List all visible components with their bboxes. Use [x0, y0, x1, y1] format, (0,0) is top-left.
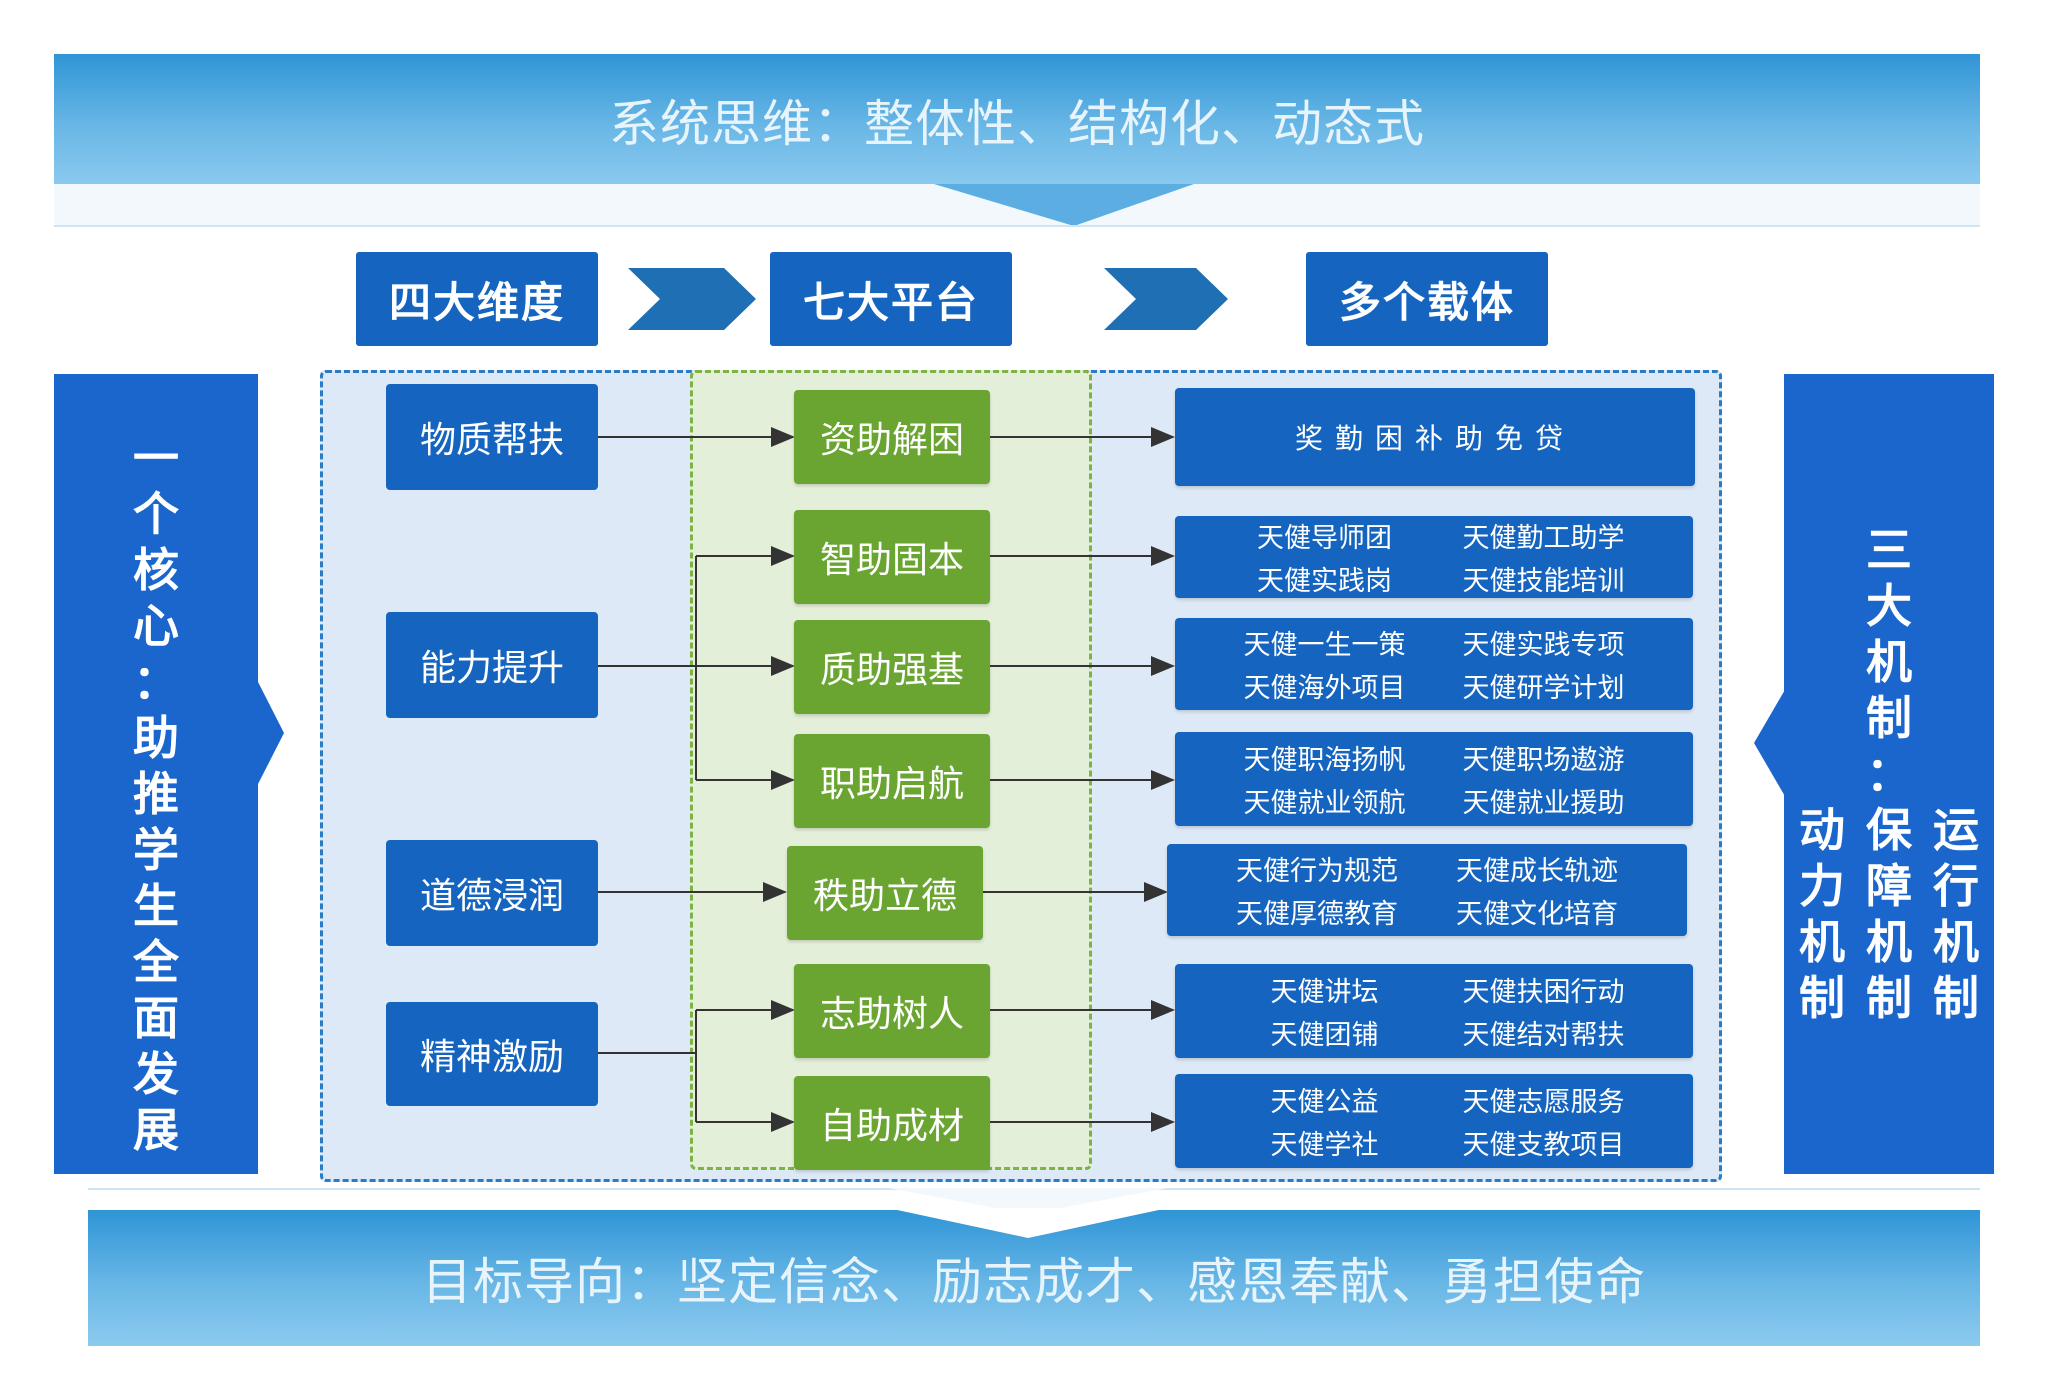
carrier-box: 天健公益 天健志愿服务 天健学社 天健支教项目	[1175, 1074, 1693, 1168]
platform-intellect-foundation: 智助固本	[794, 510, 990, 604]
left-core-title: 一个核心：助推学生全面发展	[133, 431, 179, 1157]
carrier-item: 天健成长轨迹	[1456, 856, 1618, 887]
carrier-item: 天健研学计划	[1462, 673, 1625, 704]
bottom-banner: 目标导向：坚定信念、励志成才、感恩奉献、勇担使命	[88, 1210, 1980, 1346]
carrier-box: 天健导师团 天健勤工助学 天健实践岗 天健技能培训	[1175, 516, 1693, 598]
carrier-item: 天健志愿服务	[1462, 1087, 1625, 1118]
carrier-box: 奖勤困补助免贷	[1175, 388, 1695, 486]
dimension-material-support: 物质帮扶	[386, 384, 598, 490]
left-core-panel: 一个核心：助推学生全面发展	[54, 374, 258, 1174]
carrier-item: 天健实践岗	[1257, 566, 1392, 597]
dimension-ability-improvement: 能力提升	[386, 612, 598, 718]
carrier-item: 天健学社	[1270, 1130, 1379, 1161]
carrier-item: 天健就业援助	[1462, 788, 1625, 819]
chevron-arrow-icon	[1104, 268, 1228, 330]
right-mechanism-col-left: 动力机制	[1799, 803, 1845, 1025]
carrier-box: 天健一生一策 天健实践专项 天健海外项目 天健研学计划	[1175, 618, 1693, 710]
carrier-item: 天健海外项目	[1243, 673, 1406, 704]
right-panel-pointer	[1754, 688, 1786, 798]
carrier-item: 天健公益	[1270, 1087, 1379, 1118]
carrier-box: 天健职海扬帆 天健职场遨游 天健就业领航 天健就业援助	[1175, 732, 1693, 826]
carrier-item: 天健职场遨游	[1462, 745, 1625, 776]
carrier-item: 天健职海扬帆	[1243, 745, 1406, 776]
carrier-box: 天健行为规范 天健成长轨迹 天健厚德教育 天健文化培育	[1167, 844, 1687, 936]
carrier-item: 天健厚德教育	[1236, 899, 1398, 930]
right-mechanism-title: 三大机制：保障机制	[1866, 523, 1912, 1025]
carrier-item: 天健导师团	[1257, 523, 1392, 554]
header-multiple-carriers: 多个载体	[1306, 252, 1548, 346]
left-panel-pointer	[256, 678, 284, 788]
bottom-banner-text: 目标导向：坚定信念、励志成才、感恩奉献、勇担使命	[422, 1253, 1646, 1311]
carrier-item: 天健结对帮扶	[1462, 1020, 1625, 1051]
right-mechanism-col-right: 运行机制	[1933, 803, 1979, 1025]
top-banner: 系统思维：整体性、结构化、动态式	[54, 54, 1980, 186]
dimension-moral-nurturing: 道德浸润	[386, 840, 598, 946]
carrier-item: 天健讲坛	[1270, 977, 1379, 1008]
header-seven-platforms: 七大平台	[770, 252, 1012, 346]
platform-aid-relief: 资助解困	[794, 390, 990, 484]
carrier-item: 天健扶困行动	[1462, 977, 1625, 1008]
carrier-item: 天健勤工助学	[1462, 523, 1625, 554]
carrier-item: 天健文化培育	[1456, 899, 1618, 930]
platform-career-launch: 职助启航	[794, 734, 990, 828]
carrier-item: 天健团铺	[1270, 1020, 1379, 1051]
carrier-item: 天健实践专项	[1462, 630, 1625, 661]
carrier-item: 天健行为规范	[1236, 856, 1398, 887]
dimension-spiritual-encouragement: 精神激励	[386, 1002, 598, 1106]
platform-self-success: 自助成材	[794, 1076, 990, 1170]
platform-quality-base: 质助强基	[794, 620, 990, 714]
chevron-arrow-icon	[628, 268, 756, 330]
bottom-banner-arrow	[88, 1188, 1980, 1214]
carrier-box: 天健讲坛 天健扶困行动 天健团铺 天健结对帮扶	[1175, 964, 1693, 1058]
carrier-item: 天健就业领航	[1243, 788, 1406, 819]
carrier-item: 天健一生一策	[1243, 630, 1406, 661]
top-banner-text: 系统思维：整体性、结构化、动态式	[609, 95, 1425, 153]
platform-ambition-people: 志助树人	[794, 964, 990, 1058]
top-banner-arrow	[54, 184, 1980, 227]
header-four-dimensions: 四大维度	[356, 252, 598, 346]
bottom-banner-notch	[888, 1208, 1168, 1238]
platform-order-virtue: 秩助立德	[787, 846, 983, 940]
carrier-item: 天健支教项目	[1462, 1130, 1625, 1161]
carrier-item: 天健技能培训	[1462, 566, 1625, 597]
right-mechanism-panel: 三大机制：保障机制 动力机制 运行机制	[1784, 374, 1994, 1174]
